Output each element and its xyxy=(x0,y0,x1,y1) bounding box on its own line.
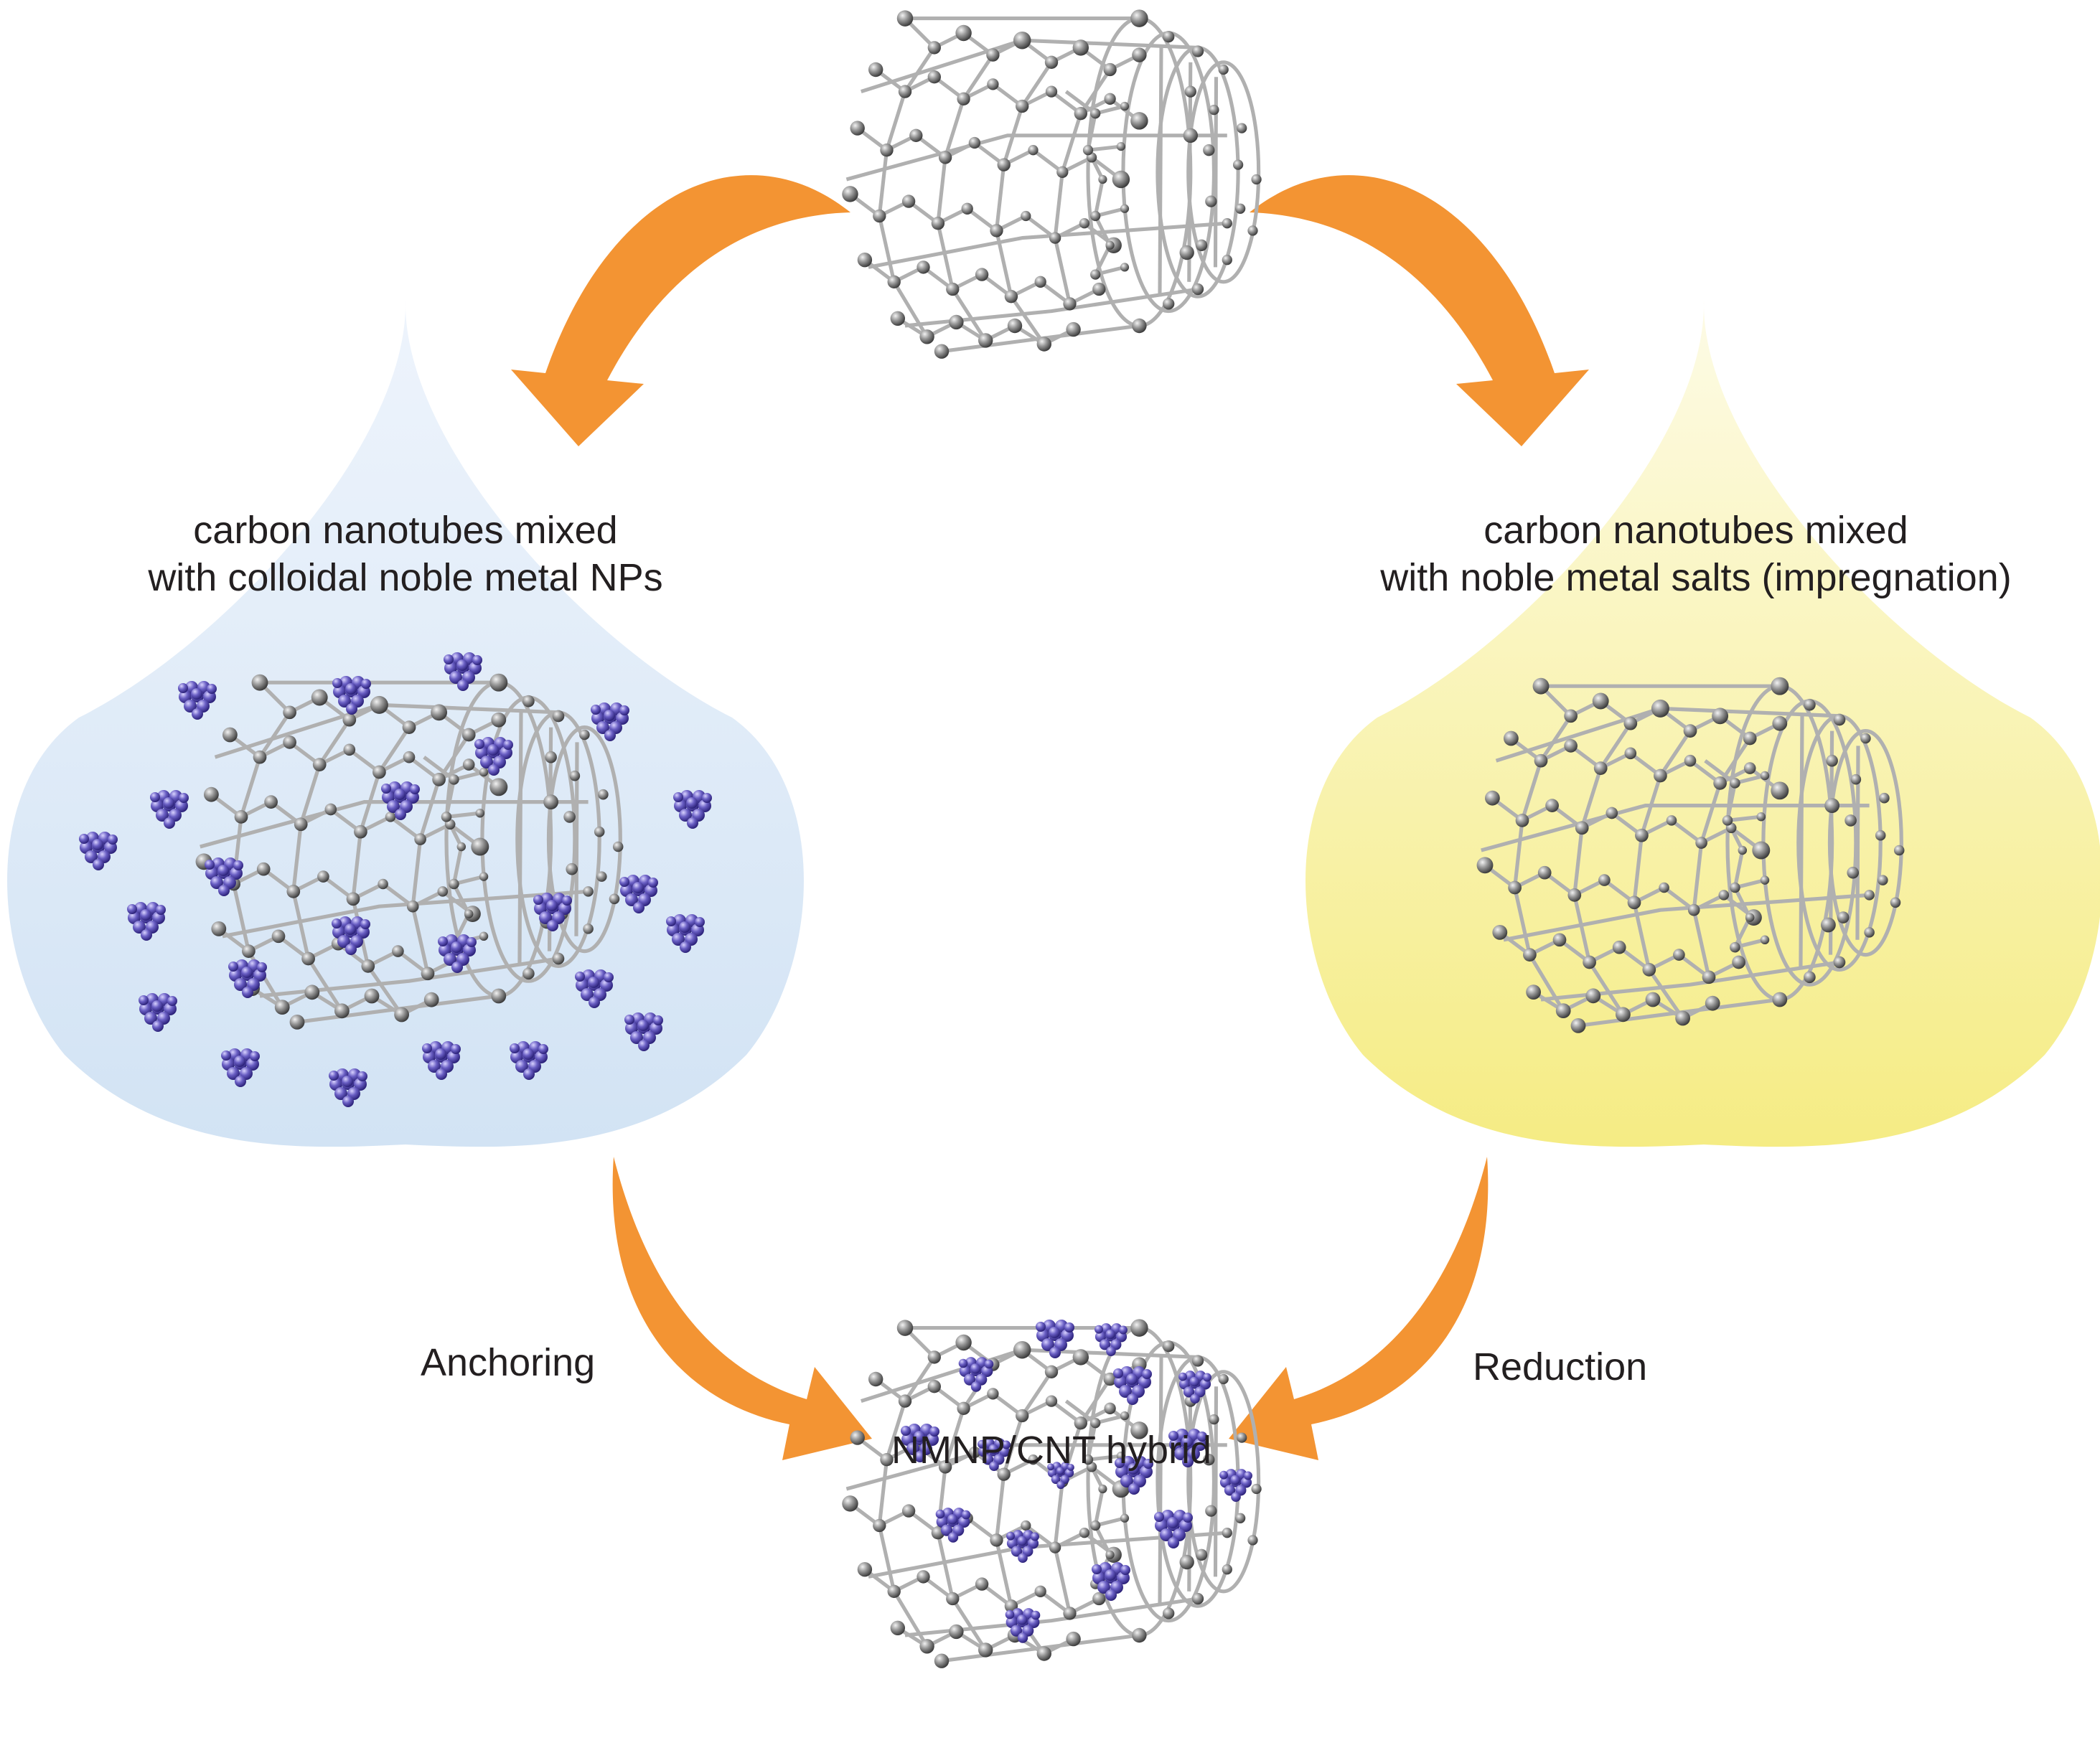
arrow-top-right xyxy=(1250,175,1589,446)
salts-mixture-label: carbon nanotubes mixed with noble metal … xyxy=(1292,507,2100,601)
salts-label-line2: with noble metal salts (impregnation) xyxy=(1380,556,2012,599)
metal-nanoparticle-cluster-icon xyxy=(1006,1530,1039,1564)
metal-nanoparticle-cluster-icon xyxy=(958,1357,994,1392)
top-carbon-nanotube-icon xyxy=(842,9,1261,359)
anchoring-label: Anchoring xyxy=(421,1341,596,1384)
metal-nanoparticle-cluster-icon xyxy=(1219,1469,1252,1503)
colloidal-mixture-label: carbon nanotubes mixed with colloidal no… xyxy=(0,507,811,601)
arrow-bottom-right xyxy=(1229,1157,1489,1460)
metal-nanoparticle-cluster-icon xyxy=(1113,1366,1152,1405)
colloidal-label-line2: with colloidal noble metal NPs xyxy=(148,556,663,599)
salts-label-line1: carbon nanotubes mixed xyxy=(1483,509,1908,552)
colloidal-label-line1: carbon nanotubes mixed xyxy=(193,509,618,552)
hybrid-label: NMNP/CNT hybrid xyxy=(891,1429,1212,1472)
arrow-top-left xyxy=(511,175,850,446)
reduction-label: Reduction xyxy=(1473,1345,1648,1388)
arrow-bottom-left xyxy=(612,1157,872,1460)
